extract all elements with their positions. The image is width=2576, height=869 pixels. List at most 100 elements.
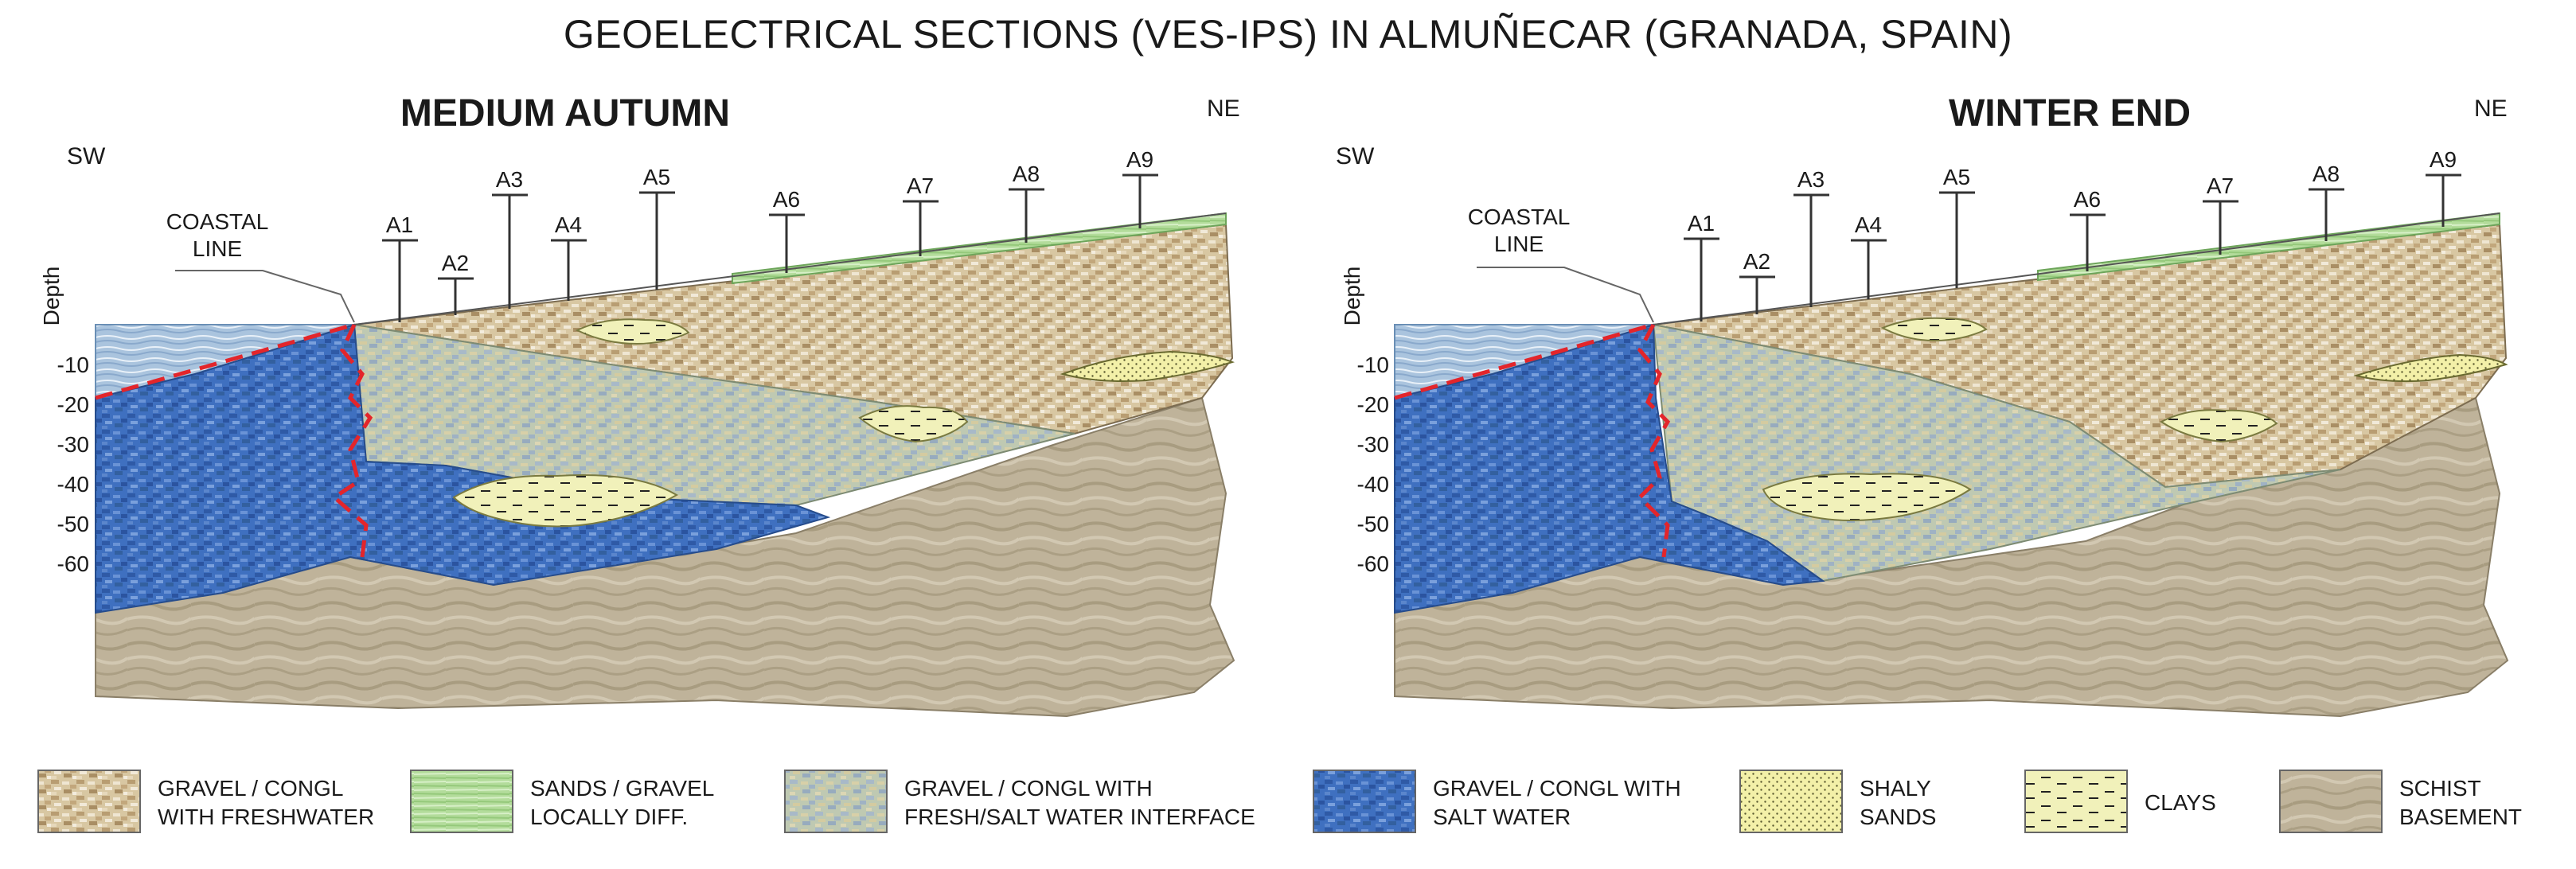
- ves-station: A6: [2070, 187, 2106, 271]
- sands-gravel-strip: [2037, 212, 2500, 282]
- sands-gravel-strip: [732, 212, 1227, 285]
- legend-label: SALT WATER: [1433, 805, 1571, 829]
- legend-label: SANDS: [1860, 805, 1936, 829]
- station-label: A1: [1688, 211, 1715, 236]
- saltwater-zone: [95, 323, 831, 614]
- depth-tick-label: -60: [57, 551, 89, 576]
- legend-item-shaly-sands: SHALY SANDS: [1739, 770, 1936, 833]
- clay-lens: [1762, 473, 1972, 521]
- legend-item-interface: GRAVEL / CONGL WITH FRESH/SALT WATER INT…: [784, 770, 1255, 833]
- saltwater-boundary-line: [1394, 322, 1654, 400]
- depth-axis-label: Depth: [1340, 267, 1364, 326]
- section-winter-end: WINTER END SW NE COASTAL LINE Depth -10 …: [1336, 92, 2509, 718]
- ves-station: A1: [1684, 211, 1719, 321]
- clay-lens: [858, 405, 969, 443]
- saltwater-boundary-line: [330, 323, 373, 558]
- clay-lens: [1880, 317, 1988, 342]
- saltwater-boundary-line: [1637, 323, 1671, 558]
- ves-station: A6: [769, 187, 805, 273]
- legend-item-freshwater-gravel: GRAVEL / CONGL WITH FRESHWATER: [37, 770, 374, 833]
- ves-station: A4: [1851, 212, 1887, 299]
- legend-item-sands-gravel: SANDS / GRAVEL LOCALLY DIFF.: [410, 770, 714, 833]
- legend-label: GRAVEL / CONGL: [158, 776, 343, 801]
- section-heading: WINTER END: [1949, 92, 2191, 134]
- station-label: A3: [496, 167, 523, 192]
- coastal-line-label: LINE: [1494, 232, 1544, 256]
- legend: GRAVEL / CONGL WITH FRESHWATER SANDS / G…: [37, 770, 2522, 833]
- depth-tick-label: -40: [57, 472, 89, 497]
- depth-tick-label: -30: [57, 432, 89, 457]
- ne-label: NE: [1207, 95, 1240, 122]
- ves-station: A9: [1122, 147, 1158, 228]
- ves-station: A2: [1739, 249, 1775, 314]
- station-label: A7: [907, 173, 934, 198]
- legend-label: CLAYS: [2145, 790, 2216, 815]
- depth-ticks: -10 -20 -30 -40 -50 -60: [57, 353, 89, 576]
- station-label: A1: [386, 212, 413, 237]
- legend-label: SANDS / GRAVEL: [530, 776, 714, 801]
- station-label: A4: [1855, 212, 1882, 237]
- coastal-line-leader: [1477, 267, 1654, 323]
- station-label: A6: [773, 187, 800, 212]
- ves-station: A2: [438, 251, 474, 315]
- shaly-sands-lens: [2353, 353, 2508, 383]
- section-medium-autumn: MEDIUM AUTUMN SW NE COASTAL LINE Depth: [39, 92, 1240, 718]
- legend-label: GRAVEL / CONGL WITH: [1433, 776, 1681, 801]
- ves-station: A4: [551, 212, 587, 301]
- station-label: A8: [2313, 162, 2340, 186]
- clay-lens: [2160, 409, 2278, 443]
- depth-tick-label: -30: [1357, 432, 1389, 457]
- depth-ticks: -10 -20 -30 -40 -50 -60: [1357, 353, 1389, 576]
- legend-label: BASEMENT: [2399, 805, 2522, 829]
- sw-label: SW: [67, 143, 106, 170]
- legend-label: LOCALLY DIFF.: [530, 805, 688, 829]
- coastal-line-label: COASTAL: [1468, 205, 1571, 229]
- ground-surface: [1653, 212, 2500, 325]
- saltwater-boundary-line: [95, 322, 355, 400]
- station-label: A5: [643, 165, 670, 189]
- coastal-line-leader: [175, 270, 355, 323]
- legend-item-schist: SCHIST BASEMENT: [2279, 770, 2522, 833]
- ves-station: A3: [492, 167, 528, 309]
- depth-tick-label: -10: [57, 353, 89, 377]
- shaly-sands-lens: [1060, 350, 1235, 382]
- ves-station: A1: [382, 212, 418, 322]
- ves-stations: A1 A2 A3 A4 A5 A6: [1684, 147, 2461, 321]
- depth-tick-label: -20: [57, 392, 89, 417]
- ves-station: A8: [2309, 162, 2344, 241]
- ves-stations: A1 A2 A3 A4 A5 A6: [382, 147, 1158, 322]
- ves-station: A5: [1939, 165, 1975, 288]
- section-heading: MEDIUM AUTUMN: [400, 92, 730, 134]
- clay-lens: [575, 318, 690, 345]
- depth-tick-label: -10: [1357, 353, 1389, 377]
- legend-item-clays: CLAYS: [2024, 770, 2216, 833]
- legend-label: SHALY: [1860, 776, 1931, 801]
- ves-station: A9: [2426, 147, 2461, 227]
- ves-station: A5: [639, 165, 675, 290]
- ves-station: A7: [2203, 173, 2238, 255]
- ves-station: A8: [1009, 162, 1044, 243]
- station-label: A6: [2074, 187, 2101, 212]
- station-label: A3: [1797, 167, 1825, 192]
- station-label: A9: [2430, 147, 2457, 172]
- station-label: A7: [2207, 173, 2234, 198]
- depth-tick-label: -40: [1357, 472, 1389, 497]
- ground-surface: [353, 212, 1227, 325]
- legend-label: GRAVEL / CONGL WITH: [904, 776, 1153, 801]
- legend-item-saltwater: GRAVEL / CONGL WITH SALT WATER: [1313, 770, 1681, 833]
- legend-label: SCHIST: [2399, 776, 2481, 801]
- station-label: A4: [555, 212, 582, 237]
- ne-label: NE: [2474, 95, 2508, 122]
- coastal-line-label: LINE: [193, 236, 242, 261]
- legend-label: WITH FRESHWATER: [158, 805, 374, 829]
- ves-station: A7: [903, 173, 939, 256]
- station-label: A5: [1943, 165, 1970, 189]
- page-title: GEOELECTRICAL SECTIONS (VES-IPS) IN ALMU…: [563, 12, 2013, 57]
- station-label: A8: [1013, 162, 1040, 186]
- depth-tick-label: -50: [57, 512, 89, 536]
- depth-tick-label: -50: [1357, 512, 1389, 536]
- depth-axis-label: Depth: [39, 267, 64, 326]
- station-label: A2: [442, 251, 469, 275]
- coastal-line-label: COASTAL: [166, 209, 269, 234]
